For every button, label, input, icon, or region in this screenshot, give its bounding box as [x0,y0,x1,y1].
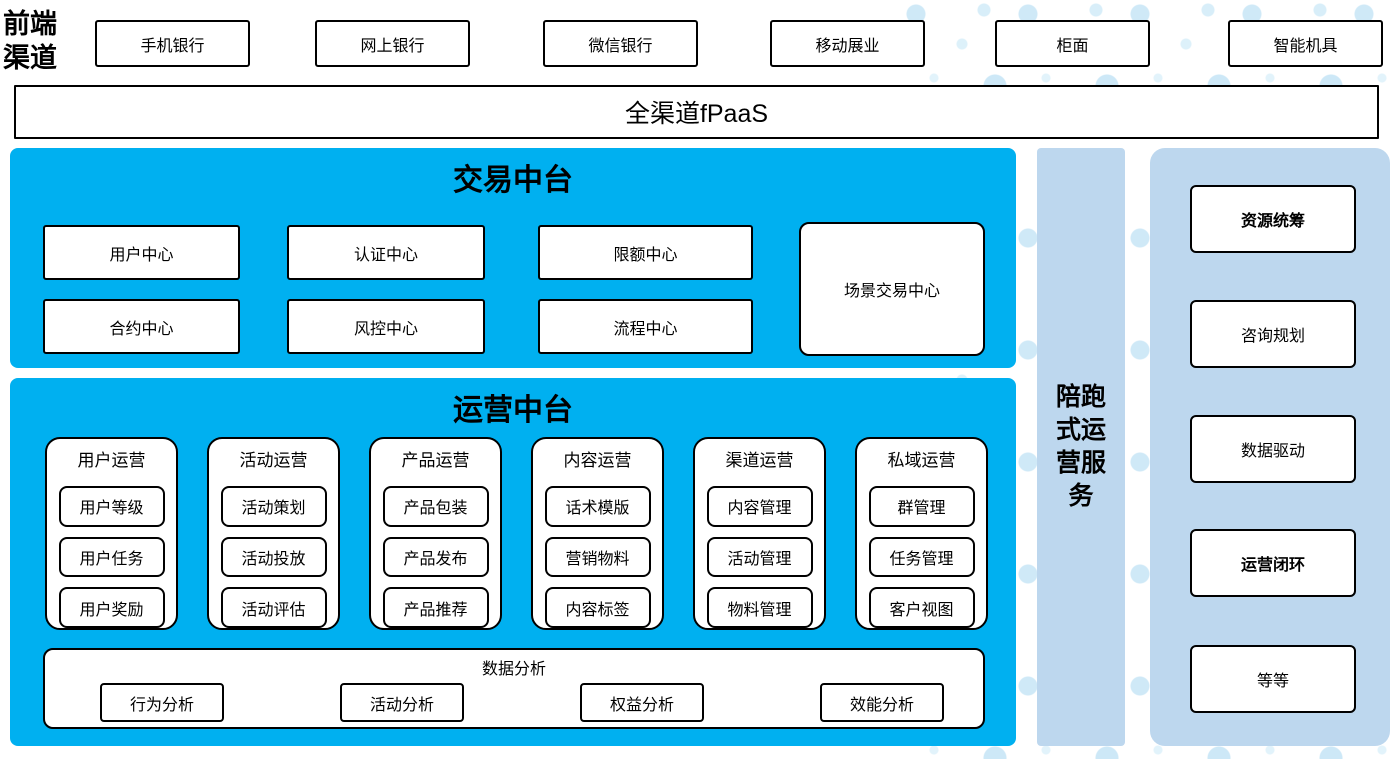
ops-item: 活动管理 [706,536,813,578]
service-box: 运营闭环 [1190,529,1356,597]
front-channels-label-line2: 渠道 [3,42,57,73]
trade-center-box: 风控中心 [287,299,485,354]
channel-box: 智能机具 [1228,20,1383,67]
ops-item: 群管理 [868,486,975,527]
ops-item: 用户等级 [58,486,165,527]
ops-item: 产品推荐 [382,587,489,629]
channel-box: 手机银行 [95,20,250,67]
ops-column-header: 渠道运营 [725,451,794,470]
channel-box: 微信银行 [543,20,698,67]
ops-item: 产品发布 [382,536,489,578]
ops-item: 活动投放 [220,536,327,578]
ops-item: 用户任务 [58,536,165,578]
trade-center-box: 合约中心 [43,299,240,354]
service-box: 等等 [1190,645,1356,713]
service-box: 数据驱动 [1190,415,1356,483]
ops-column-header: 活动运营 [239,451,308,470]
ops-item: 营销物料 [544,536,651,578]
trade-center-box: 认证中心 [287,225,485,280]
analysis-box: 行为分析 [100,683,224,722]
ops-column: 私域运营 群管理 任务管理 客户视图 [855,437,988,630]
ops-column: 产品运营 产品包装 产品发布 产品推荐 [369,437,502,630]
accompany-service-label: 陪跑式运营服务 [1055,383,1106,510]
ops-item: 客户视图 [868,587,975,629]
service-box: 咨询规划 [1190,300,1356,368]
ops-item: 内容管理 [706,486,813,527]
ops-platform-panel: 运营中台 用户运营 用户等级 用户任务 用户奖励 活动运营 活动策划 活动投放 … [10,378,1016,746]
ops-item: 用户奖励 [58,587,165,629]
accompany-service-bar: 陪跑式运营服务 [1037,148,1125,746]
ops-platform-title: 运营中台 [453,394,573,427]
ops-column-header: 产品运营 [401,451,470,470]
data-analysis-title: 数据分析 [481,661,546,678]
channel-box: 网上银行 [315,20,470,67]
scene-trade-center-box: 场景交易中心 [799,222,985,356]
analysis-box: 效能分析 [820,683,944,722]
front-channels-label-line1: 前端 [3,9,57,39]
trade-center-box: 用户中心 [43,225,240,280]
ops-item: 产品包装 [382,486,489,527]
ops-item: 物料管理 [706,587,813,629]
ops-item: 任务管理 [868,536,975,578]
ops-item: 活动策划 [220,486,327,527]
trade-platform-title: 交易中台 [453,164,573,197]
trade-center-box: 流程中心 [538,299,753,354]
service-box: 资源统筹 [1190,185,1356,253]
ops-column-header: 用户运营 [77,451,146,470]
ops-column: 活动运营 活动策划 活动投放 活动评估 [207,437,340,630]
service-panel: 资源统筹 咨询规划 数据驱动 运营闭环 等等 [1150,148,1390,746]
data-analysis-strip: 数据分析 行为分析 活动分析 权益分析 效能分析 [43,648,985,729]
ops-item: 内容标签 [544,587,651,629]
ops-item: 活动评估 [220,587,327,629]
ops-column: 用户运营 用户等级 用户任务 用户奖励 [45,437,178,630]
trade-center-box: 限额中心 [538,225,753,280]
channel-box: 移动展业 [770,20,925,67]
ops-column-header: 私域运营 [887,451,956,470]
fpaas-bar: 全渠道fPaaS [14,85,1379,139]
ops-column-header: 内容运营 [563,451,632,470]
ops-item: 话术模版 [544,486,651,527]
channel-box: 柜面 [995,20,1150,67]
ops-column: 渠道运营 内容管理 活动管理 物料管理 [693,437,826,630]
analysis-box: 权益分析 [580,683,704,722]
front-channels-label: 前端 渠道 [3,8,57,76]
analysis-box: 活动分析 [340,683,464,722]
trade-platform-panel: 交易中台 用户中心 认证中心 限额中心 合约中心 风控中心 流程中心 场景交易中… [10,148,1016,368]
ops-column: 内容运营 话术模版 营销物料 内容标签 [531,437,664,630]
